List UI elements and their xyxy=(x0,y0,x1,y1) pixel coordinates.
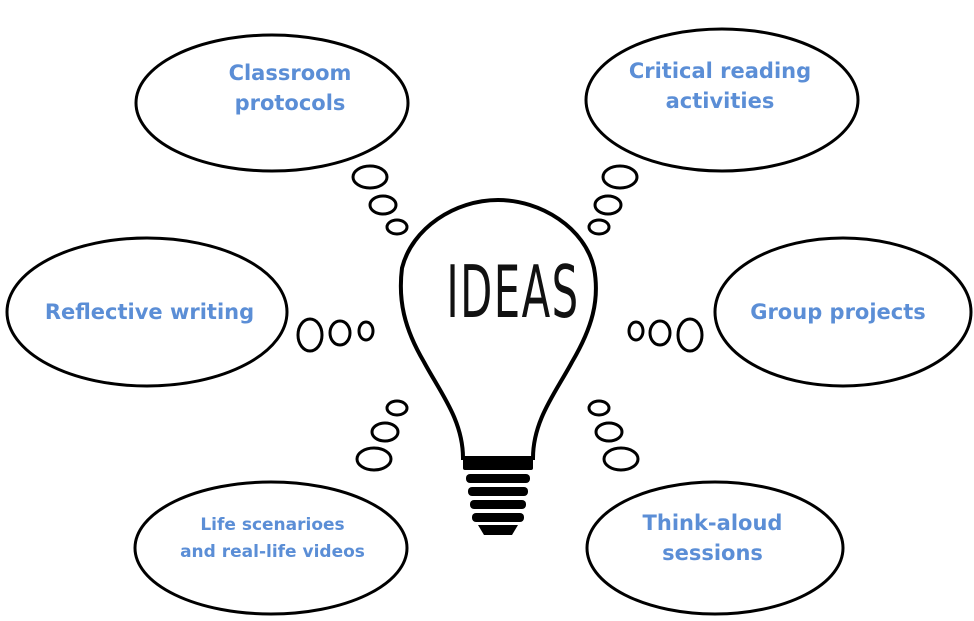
trail-dot xyxy=(593,194,623,216)
trail-dot xyxy=(594,421,624,443)
bubble-group xyxy=(713,236,973,388)
bubble-think xyxy=(585,480,845,616)
trail-dot xyxy=(355,446,393,472)
center-label: IDEAS xyxy=(446,249,580,335)
idea-line: Life scenarioes xyxy=(200,515,345,535)
idea-reflective-writing: Reflective writing xyxy=(22,297,277,327)
trail-dot xyxy=(351,164,389,190)
bubble-life xyxy=(133,480,409,616)
bubble-classroom xyxy=(134,33,410,173)
bubble-critical xyxy=(584,27,860,173)
trail-dot xyxy=(587,218,611,236)
idea-group-projects: Group projects xyxy=(728,297,948,327)
idea-line: Classroom xyxy=(228,61,352,85)
trail-dot xyxy=(587,399,611,417)
bubble-reflective xyxy=(5,236,289,388)
trail-dot xyxy=(296,317,324,353)
idea-life-scenarios: Life scenarioes and real-life videos xyxy=(150,512,395,566)
trail-dot xyxy=(385,218,409,236)
bulb-base xyxy=(463,456,533,535)
trail-dot xyxy=(627,320,645,342)
idea-line: Group projects xyxy=(750,300,926,324)
idea-line: Reflective writing xyxy=(44,300,255,324)
trail-dot xyxy=(676,317,704,353)
idea-line: and real-life videos xyxy=(180,542,365,563)
lightbulb-icon xyxy=(398,197,598,460)
trail-dot xyxy=(370,421,400,443)
idea-critical-reading: Critical reading activities xyxy=(600,56,840,117)
idea-line: protocols xyxy=(234,91,346,116)
idea-line: Critical reading xyxy=(628,59,812,83)
trail-dot xyxy=(368,194,398,216)
trail-dot xyxy=(328,319,352,347)
trail-dot xyxy=(602,446,640,472)
idea-line: sessions xyxy=(662,541,763,566)
idea-think-aloud: Think-aloud sessions xyxy=(600,508,825,569)
trail-dot xyxy=(357,320,375,342)
trail-dot xyxy=(385,399,409,417)
trail-dot xyxy=(601,164,639,190)
idea-line: Think-aloud xyxy=(642,511,783,535)
trail-dot xyxy=(648,319,672,347)
idea-line: activities xyxy=(665,89,775,114)
idea-classroom-protocols: Classroom protocols xyxy=(205,58,375,119)
